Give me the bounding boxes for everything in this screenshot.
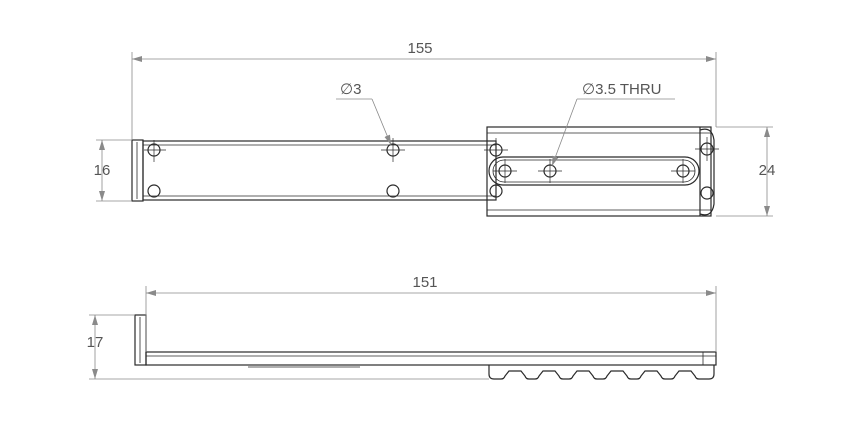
dim-bottom-overall-length: 151 xyxy=(145,274,717,352)
dim-side-height: 17 xyxy=(87,314,489,380)
side-view-bracket-teeth xyxy=(488,365,715,380)
side-view-upright xyxy=(134,314,147,366)
dim-right-height: 24 xyxy=(716,126,776,217)
dim-hole-large-callout: ∅3.5 THRU xyxy=(551,81,675,167)
top-view-hole-1 xyxy=(144,140,166,162)
top-view-hole-plain-3 xyxy=(489,184,503,198)
top-view-slot-inner xyxy=(492,159,696,183)
top-view-hole-plain-4 xyxy=(700,186,714,200)
top-view xyxy=(131,126,719,217)
dim-hole-small-callout: ∅3 xyxy=(336,81,392,146)
top-view-hole-2 xyxy=(381,138,405,162)
top-view-hole-5 xyxy=(493,159,517,183)
top-view-hole-7 xyxy=(671,159,695,183)
dim-left-height: 16 xyxy=(94,139,132,202)
top-view-rail-body xyxy=(142,140,497,201)
diameter-symbol-large: ∅ xyxy=(582,81,595,98)
side-view-rail xyxy=(145,351,717,366)
diameter-symbol-small: ∅ xyxy=(340,81,353,98)
side-view xyxy=(134,314,717,380)
dim-hole-large-text: 3.5 THRU xyxy=(595,81,661,98)
top-view-hole-3 xyxy=(484,138,508,162)
svg-text:∅3.5 THRU: ∅3.5 THRU xyxy=(582,81,662,98)
dim-top-overall-length: 155 xyxy=(131,40,717,140)
top-view-bracket-curl xyxy=(699,127,715,216)
dim-bottom-overall-length-text: 151 xyxy=(412,274,437,291)
svg-text:∅3: ∅3 xyxy=(340,81,361,98)
top-view-hole-4 xyxy=(695,137,719,161)
top-view-slot xyxy=(488,156,700,186)
dim-right-height-text: 24 xyxy=(759,162,776,179)
top-view-left-tab xyxy=(131,139,144,202)
dim-top-overall-length-text: 155 xyxy=(407,40,432,57)
top-view-bracket xyxy=(486,126,712,217)
top-view-hole-plain-2 xyxy=(386,184,400,198)
top-view-hole-6 xyxy=(538,159,562,183)
dim-left-height-text: 16 xyxy=(94,162,111,179)
top-view-hole-plain-1 xyxy=(147,184,161,198)
dim-hole-small-text: 3 xyxy=(353,81,361,98)
dim-side-height-text: 17 xyxy=(87,334,104,351)
